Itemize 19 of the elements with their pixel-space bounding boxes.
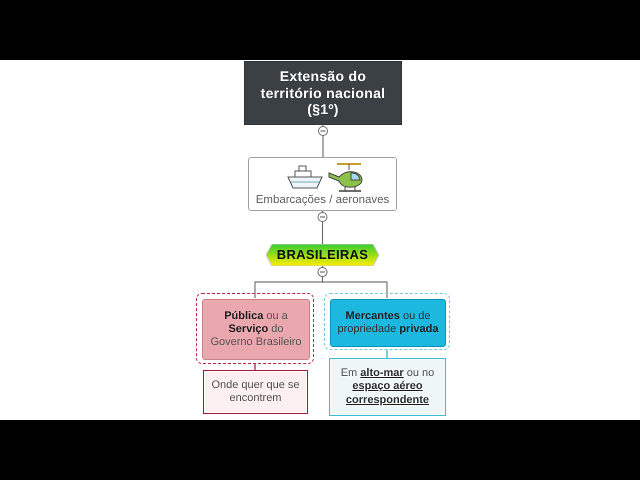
node-text: Pública ou a Serviço do Governo Brasileiro xyxy=(209,310,303,350)
node-text: Embarcações / aeronaves xyxy=(254,194,390,208)
topic-box xyxy=(330,299,446,347)
hexagon-label-box xyxy=(266,244,379,266)
topic-box xyxy=(202,299,310,360)
dashed-boundary xyxy=(324,293,450,350)
node-text: Mercantes ou de propriedade privada xyxy=(336,310,440,336)
title-text: Extensão do território nacional (§1º) xyxy=(260,68,386,118)
connector-line xyxy=(318,125,328,157)
node-text: Em alto-mar ou no espaço aéreo correspondente xyxy=(340,367,436,407)
node-text: Onde quer que se encontrem xyxy=(210,378,301,406)
callout-box xyxy=(329,358,446,416)
connector-line xyxy=(318,266,388,298)
node-text: BRASILEIRAS xyxy=(276,247,370,263)
title-box xyxy=(244,61,402,125)
callout-box xyxy=(203,370,308,414)
topic-box xyxy=(248,157,397,211)
connector-line xyxy=(318,211,328,244)
dashed-boundary xyxy=(196,293,314,364)
